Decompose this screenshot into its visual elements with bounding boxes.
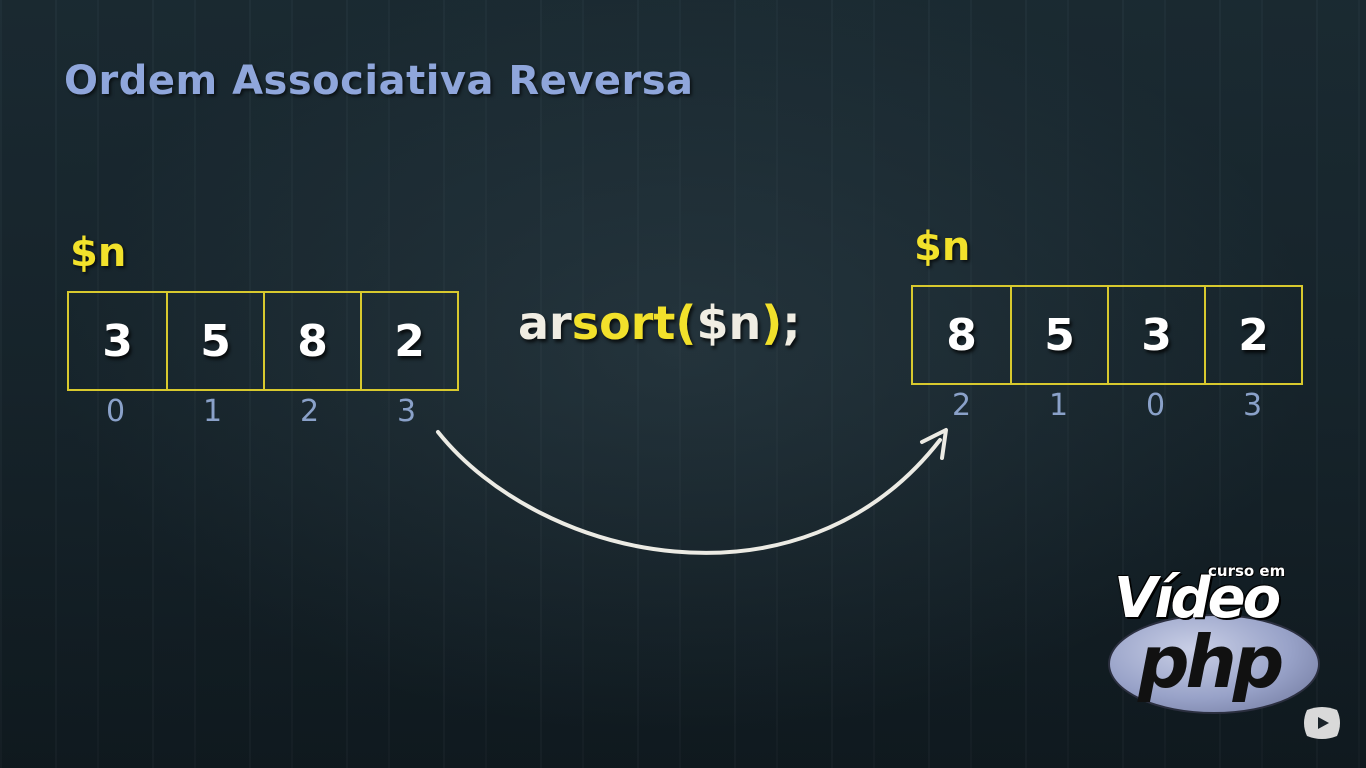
logo-oval: [1108, 614, 1320, 714]
right-array-cell: 2: [1204, 287, 1301, 383]
left-array-cell: 2: [360, 293, 457, 389]
semicolon: ;: [782, 296, 801, 350]
right-array-indices: 2 1 0 3: [913, 388, 1301, 423]
slide-title: Ordem Associativa Reversa: [64, 58, 694, 104]
left-array-label: $n: [70, 230, 127, 276]
left-array-cell: 5: [166, 293, 263, 389]
function-name: sort: [571, 296, 676, 350]
youtube-logo-icon[interactable]: [1303, 706, 1341, 740]
function-prefix: ar: [518, 296, 572, 350]
left-array-cell: 3: [102, 315, 133, 367]
right-array-cell: 8: [946, 309, 977, 361]
logo-php-text: php: [1138, 620, 1284, 704]
right-array-index: 0: [1145, 388, 1166, 423]
logo-curso-text: curso em: [1208, 562, 1286, 580]
right-array-index: 1: [1048, 388, 1069, 423]
function-call: arsort($n);: [518, 296, 801, 350]
right-array: 8 5 3 2: [911, 285, 1303, 385]
curso-em-video-php-logo: Vídeo curso em php: [1104, 560, 1326, 720]
right-array-index: 2: [951, 388, 972, 423]
left-array-index: 0: [105, 394, 126, 429]
left-array-indices: 0 1 2 3: [67, 394, 455, 429]
left-array-index: 2: [299, 394, 320, 429]
right-array-index: 3: [1242, 388, 1263, 423]
right-array-cell: 5: [1010, 287, 1107, 383]
left-array-index: 3: [396, 394, 417, 429]
right-array-cell: 3: [1107, 287, 1204, 383]
open-paren: (: [675, 296, 697, 350]
close-paren: ): [761, 296, 783, 350]
function-argument: $n: [696, 296, 762, 350]
logo-video-text: Vídeo: [1114, 566, 1281, 631]
left-array-cell: 8: [263, 293, 360, 389]
left-array-index: 1: [202, 394, 223, 429]
right-array-label: $n: [914, 224, 971, 270]
left-array: 3 5 8 2: [67, 291, 459, 391]
